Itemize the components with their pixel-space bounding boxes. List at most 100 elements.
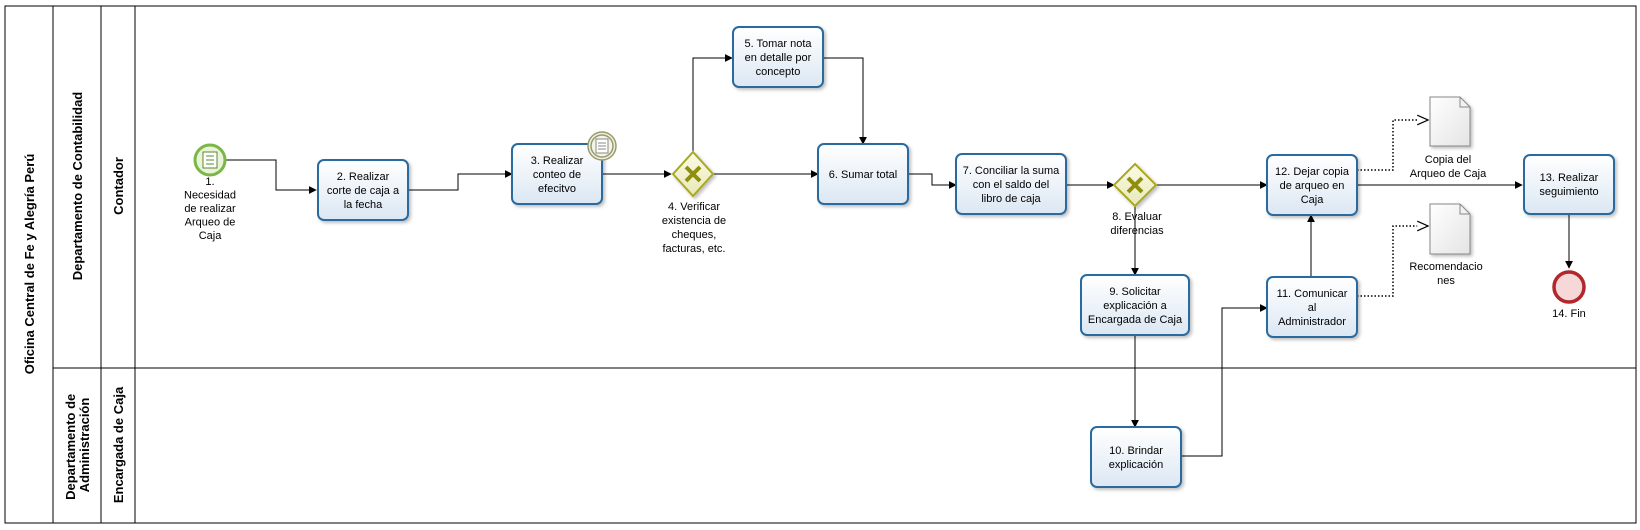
gateway-8[interactable] [1112,162,1158,208]
task-13[interactable] [1523,154,1615,215]
label-11-line: al [1308,302,1317,314]
document-copia-arqueo[interactable] [1429,96,1471,147]
task-10[interactable] [1090,426,1182,488]
task-12[interactable] [1266,154,1358,216]
label-7-line: libro de caja [981,193,1041,205]
label-6-line: 6. Sumar total [829,169,897,181]
label-1-line: Caja [199,230,223,242]
label-13-line: seguimiento [1539,186,1598,198]
label-11-line: Administrador [1278,316,1346,328]
flow-5-6 [823,57,867,145]
label-copia-arqueo-line: Copia del [1425,154,1471,166]
associations [1357,120,1428,297]
task-5[interactable] [732,26,824,88]
label-copia-arqueo-line: Arqueo de Caja [1410,168,1487,180]
label-9-line: explicación a [1103,300,1167,312]
label-8-line: diferencias [1110,225,1164,237]
label-4-line: cheques, [672,229,717,241]
gateway-4[interactable] [671,150,715,198]
label-13: 13. Realizar seguimiento [1539,172,1598,198]
label-10-line: explicación [1109,459,1163,471]
label-8: 8. Evaluar diferencias [1110,211,1164,237]
message-icon [202,151,218,169]
label-1-line: Necesidad [184,190,236,202]
end-event[interactable] [1552,270,1586,304]
label-12-line: Caja [1301,194,1325,206]
label-3: 3. Realizar conteo de efecitvo [531,155,584,195]
message-icon [595,138,609,154]
label-4-line: 4. Verificar [668,201,720,213]
label-2-line: corte de caja a [327,185,400,197]
association-11-recomendaciones [1357,226,1428,297]
intermediate-message-event[interactable] [587,131,617,161]
label-2-line: la fecha [344,199,383,211]
association-12-copia [1357,120,1428,171]
label-10-line: 10. Brindar [1109,445,1163,457]
label-1-line: 1. [205,176,214,188]
label-1-line: de realizar [184,203,236,215]
label-10: 10. Brindar explicación [1109,445,1163,471]
lane-contabilidad-role: Contador [111,157,126,215]
label-9-line: Encargada de Caja [1088,314,1183,326]
label-2-line: 2. Realizar [337,171,390,183]
flow-6-7 [908,173,957,189]
label-12-line: de arqueo en [1280,180,1345,192]
lane-administracion-department: Departamento de Administración [63,390,92,500]
label-13-line: 13. Realizar [1540,172,1599,184]
label-7: 7. Conciliar la suma con el saldo del libr… [963,165,1060,205]
label-5: 5. Tomar nota en detalle por concepto [744,38,812,78]
label-12: 12. Dejar copia de arqueo en Caja [1275,166,1350,206]
label-5-line: concepto [756,66,801,78]
task-7[interactable] [955,153,1067,215]
label-11-line: 11. Comunicar [1277,288,1348,300]
label-recomendaciones: Recomendacio nes [1409,261,1482,287]
sequence-flows [226,54,1573,457]
task-11[interactable] [1266,276,1358,338]
label-6: 6. Sumar total [829,169,897,181]
x-mark-icon [1126,176,1144,194]
pool [4,5,1637,524]
label-4-line: existencia de [662,215,726,227]
label-4-line: facturas, etc. [663,243,726,255]
label-3-line: conteo de [533,169,581,181]
tasks [317,26,1615,488]
lane-administracion-department-line2: Administración [77,398,92,493]
task-6[interactable] [817,143,909,205]
lane-contabilidad-department: Departamento de Contabilidad [70,92,85,281]
label-8-line: 8. Evaluar [1112,211,1162,223]
start-event[interactable] [193,143,227,177]
label-9: 9. Solicitar explicación a Encargada de Ca… [1088,286,1183,326]
label-recomendaciones-line: nes [1437,275,1455,287]
flow-2-3 [408,170,513,191]
label-4: 4. Verificar existencia de cheques, factura… [662,201,726,255]
label-recomendaciones-line: Recomendacio [1409,261,1482,273]
label-5-line: 5. Tomar nota [744,38,812,50]
task-2[interactable] [317,159,409,221]
document-recomendaciones[interactable] [1429,203,1471,255]
label-3-line: efecitvo [538,183,576,195]
label-7-line: 7. Conciliar la suma [963,165,1060,177]
label-1-line: Arqueo de [185,217,236,229]
x-mark-icon [684,165,702,183]
flow-4-5 [692,54,733,152]
label-7-line: con el saldo del [973,179,1049,191]
label-9-line: 9. Solicitar [1109,286,1161,298]
flow-10-11 [1181,304,1268,457]
pool-title: Oficina Central de Fe y Alegría Perú [22,154,37,375]
lane-administracion-role: Encargada de Caja [111,386,126,503]
flow-1-2 [226,159,317,194]
label-3-line: 3. Realizar [531,155,584,167]
task-9[interactable] [1080,274,1190,336]
label-5-line: en detalle por [745,52,812,64]
label-12-line: 12. Dejar copia [1275,166,1350,178]
task-3[interactable] [511,143,603,205]
lane-administracion-department-line1: Departamento de [63,394,78,500]
label-14-line: 14. Fin [1552,308,1586,320]
label-2: 2. Realizar corte de caja a la fecha [327,171,400,211]
label-14: 14. Fin [1552,308,1586,320]
